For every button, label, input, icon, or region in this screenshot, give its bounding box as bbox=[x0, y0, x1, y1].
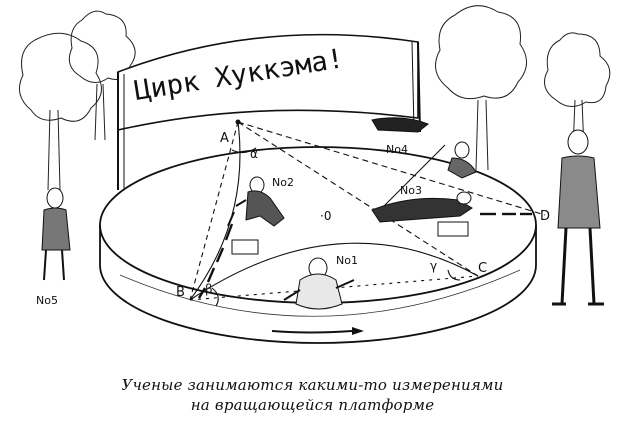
scientist-no3: No3 bbox=[371, 184, 473, 237]
point-c-label: C bbox=[478, 261, 487, 276]
center-point-label: ·0 bbox=[320, 209, 331, 223]
caption-line-1: Ученые занимаются какими-то измерениями bbox=[121, 376, 504, 394]
circus-banner: Цирк Хуккэма! bbox=[117, 33, 421, 190]
caption-line-2: на вращающейся платформе bbox=[190, 396, 435, 414]
scientist-no3-label: No3 bbox=[400, 184, 422, 197]
angle-gamma-label: γ bbox=[430, 259, 437, 273]
scientist-no4-label: No4 bbox=[386, 143, 408, 156]
measurement-lines bbox=[189, 121, 546, 307]
point-a-label: A bbox=[220, 131, 229, 146]
point-b-label: B bbox=[176, 285, 185, 300]
tree-left bbox=[18, 32, 102, 191]
angle-beta-label: β bbox=[205, 282, 213, 296]
scientist-no1-label: No1 bbox=[336, 254, 358, 267]
scientist-no1: No1 bbox=[283, 254, 358, 310]
man-right bbox=[552, 129, 604, 306]
scientist-no2-label: No2 bbox=[272, 176, 294, 189]
tree-right bbox=[435, 5, 611, 171]
rotating-platform bbox=[99, 146, 537, 344]
scientist-no4: No4 bbox=[371, 117, 477, 179]
rotation-arrow bbox=[271, 327, 364, 335]
angle-alpha-label: α bbox=[250, 147, 258, 161]
man-no5: No5 bbox=[36, 187, 71, 307]
measuring-rods bbox=[197, 212, 532, 299]
point-d-label: D bbox=[540, 209, 550, 224]
scientist-no2: No2 bbox=[227, 176, 294, 255]
point-labels: A B C D ·0 α β γ bbox=[176, 119, 550, 300]
man-no5-label: No5 bbox=[36, 294, 58, 307]
